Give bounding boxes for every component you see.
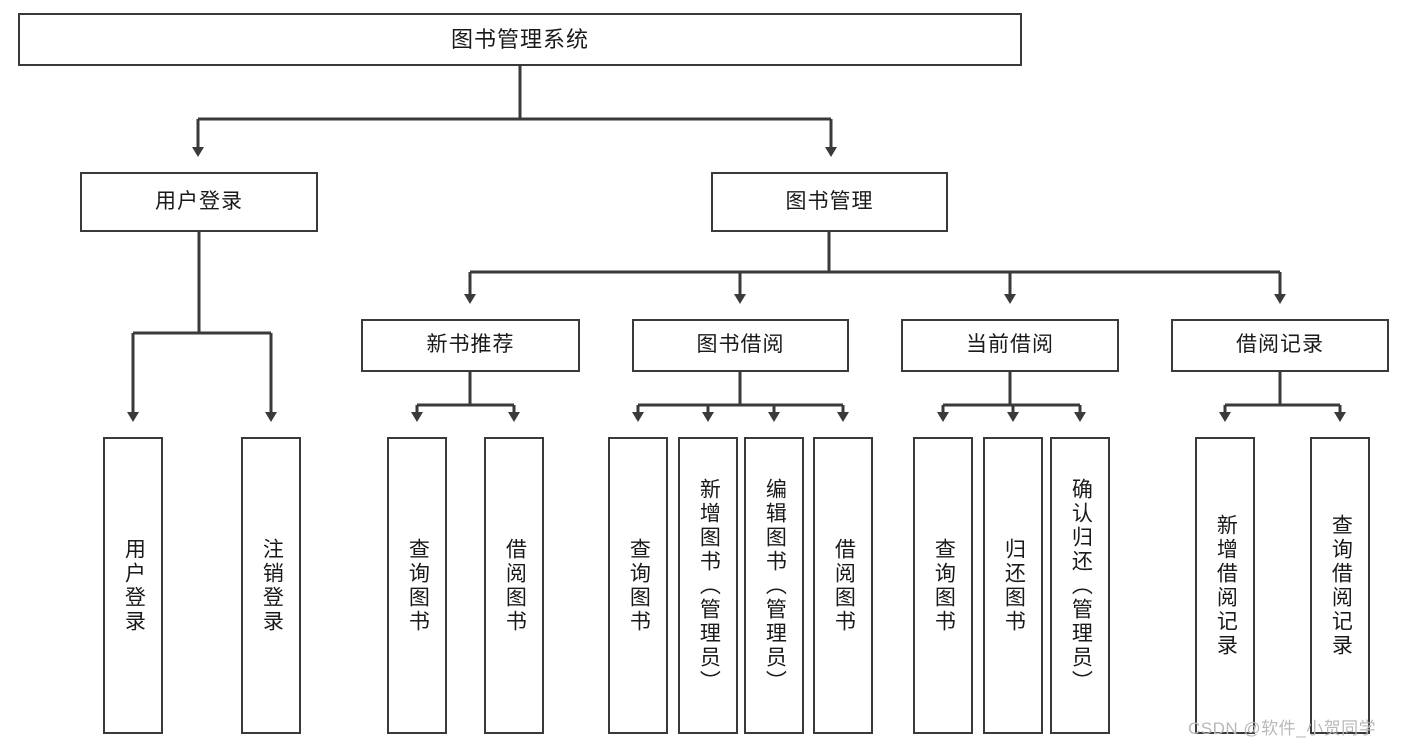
node-leaf-query-book-1-label: 查询图书 [406, 537, 430, 634]
node-new-book-recommend-label: 新书推荐 [426, 333, 515, 357]
node-book-borrow[interactable]: 图书借阅 [632, 319, 849, 372]
node-user-login-label: 用户登录 [155, 189, 243, 213]
node-borrow-record-label: 借阅记录 [1236, 333, 1324, 357]
node-leaf-add-book-admin[interactable]: 新增图书（管理员） [678, 437, 738, 734]
node-current-borrow[interactable]: 当前借阅 [901, 319, 1119, 372]
node-leaf-add-borrow-record[interactable]: 新增借阅记录 [1195, 437, 1255, 734]
node-leaf-user-login[interactable]: 用户登录 [103, 437, 163, 734]
node-leaf-query-borrow-record[interactable]: 查询借阅记录 [1310, 437, 1370, 734]
node-leaf-confirm-return-admin-label: 确认归还（管理员） [1069, 477, 1093, 694]
node-leaf-borrow-book-1-label: 借阅图书 [503, 537, 527, 634]
node-leaf-query-book-1[interactable]: 查询图书 [387, 437, 447, 734]
node-leaf-query-book-2-label: 查询图书 [627, 537, 651, 634]
node-leaf-query-book-3[interactable]: 查询图书 [913, 437, 973, 734]
node-leaf-query-book-2[interactable]: 查询图书 [608, 437, 668, 734]
node-leaf-edit-book-admin[interactable]: 编辑图书（管理员） [744, 437, 804, 734]
node-leaf-user-login-label: 用户登录 [122, 537, 146, 634]
node-leaf-borrow-book-2-label: 借阅图书 [832, 537, 856, 634]
node-leaf-logout-login-label: 注销登录 [260, 537, 284, 634]
node-current-borrow-label: 当前借阅 [966, 333, 1054, 357]
node-root-label: 图书管理系统 [450, 26, 589, 52]
node-leaf-borrow-book-1[interactable]: 借阅图书 [484, 437, 544, 734]
node-leaf-add-book-admin-label: 新增图书（管理员） [697, 477, 721, 694]
node-leaf-return-book-label: 归还图书 [1002, 537, 1026, 634]
node-leaf-add-borrow-record-label: 新增借阅记录 [1214, 513, 1238, 658]
node-book-borrow-label: 图书借阅 [696, 333, 785, 357]
watermark-text: CSDN @软件_小贺同学 [1188, 719, 1377, 738]
node-leaf-query-book-3-label: 查询图书 [932, 537, 956, 634]
node-book-manage-label: 图书管理 [785, 189, 874, 213]
node-leaf-query-borrow-record-label: 查询借阅记录 [1329, 513, 1353, 658]
node-root[interactable]: 图书管理系统 [18, 13, 1022, 66]
node-leaf-confirm-return-admin[interactable]: 确认归还（管理员） [1050, 437, 1110, 734]
node-leaf-return-book[interactable]: 归还图书 [983, 437, 1043, 734]
node-leaf-edit-book-admin-label: 编辑图书（管理员） [763, 477, 787, 694]
node-borrow-record[interactable]: 借阅记录 [1171, 319, 1389, 372]
node-leaf-logout-login[interactable]: 注销登录 [241, 437, 301, 734]
node-user-login[interactable]: 用户登录 [80, 172, 318, 232]
node-book-manage[interactable]: 图书管理 [711, 172, 948, 232]
node-new-book-recommend[interactable]: 新书推荐 [361, 319, 580, 372]
node-leaf-borrow-book-2[interactable]: 借阅图书 [813, 437, 873, 734]
